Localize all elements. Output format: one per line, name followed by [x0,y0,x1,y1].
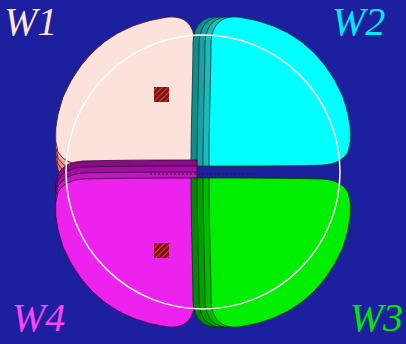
lobe-front [209,178,351,327]
lobe-w4 [55,160,197,327]
lobe-front [209,17,351,166]
hatched-square [154,243,169,258]
region-label: W3 [350,298,403,338]
lobe-w1 [55,17,197,184]
lobe-front [55,178,197,327]
hatched-square [154,87,169,102]
lobe-w2 [191,17,351,166]
region-label: W4 [12,298,65,338]
white-circle [66,35,340,309]
dotted-line [150,174,255,175]
lobe-w3 [191,178,351,327]
region-label: W2 [332,2,385,42]
region-label: W1 [4,2,57,42]
lobe-front [55,17,197,166]
